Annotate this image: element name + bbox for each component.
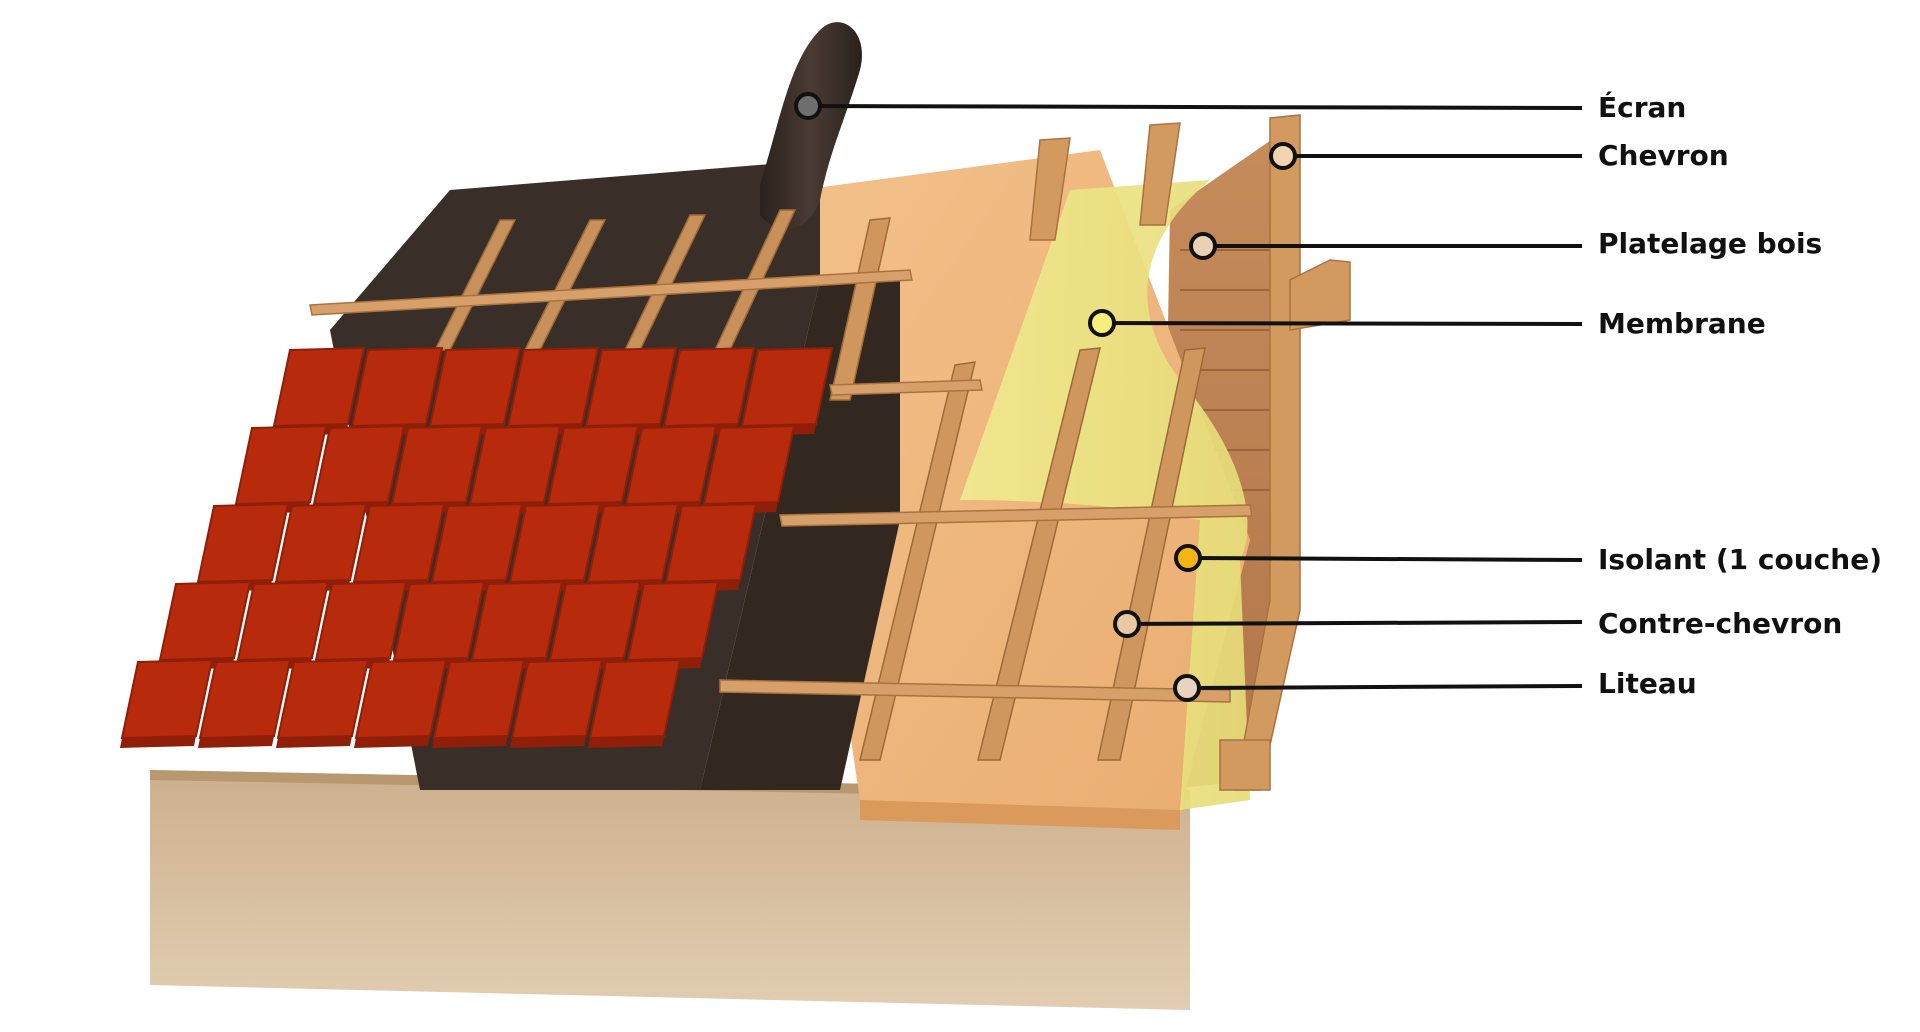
leader-line-ecran: [807, 104, 1583, 110]
chevrons: [1029, 114, 1351, 791]
roof-tile-edge: [198, 736, 274, 748]
roof-tile-edge: [354, 736, 430, 748]
membrane-layer: [960, 180, 1250, 810]
marker-dot-isolant: [1174, 544, 1202, 572]
marker-dot-liteau: [1173, 674, 1201, 702]
label-liteau: Liteau: [1598, 667, 1697, 700]
label-isolant: Isolant (1 couche): [1598, 543, 1882, 576]
leader-line-liteau: [1186, 684, 1583, 690]
liteaux: [309, 269, 1253, 703]
marker-dot-contre_chevron: [1113, 610, 1141, 638]
label-platelage-bois: Platelage bois: [1598, 227, 1823, 260]
label-ecran: Écran: [1598, 91, 1687, 124]
label-contre-chevron: Contre-chevron: [1598, 607, 1843, 640]
roof-tile-edge: [432, 736, 508, 748]
marker-dot-platelage: [1189, 232, 1217, 260]
roof-tile-edge: [120, 736, 196, 748]
label-membrane: Membrane: [1598, 307, 1766, 340]
marker-dot-chevron: [1269, 142, 1297, 170]
roof-tile-edge: [588, 736, 664, 748]
contre-chevrons: [829, 217, 1206, 761]
leader-line-contre_chevron: [1126, 620, 1583, 626]
marker-dot-ecran: [794, 92, 822, 120]
marker-dot-membrane: [1088, 309, 1116, 337]
tiles-area: [120, 346, 834, 748]
roof-tile-edge: [276, 736, 352, 748]
leader-line-isolant: [1187, 556, 1583, 562]
leader-line-membrane: [1101, 321, 1583, 326]
label-chevron: Chevron: [1598, 139, 1729, 172]
roof-tile-edge: [510, 736, 586, 748]
